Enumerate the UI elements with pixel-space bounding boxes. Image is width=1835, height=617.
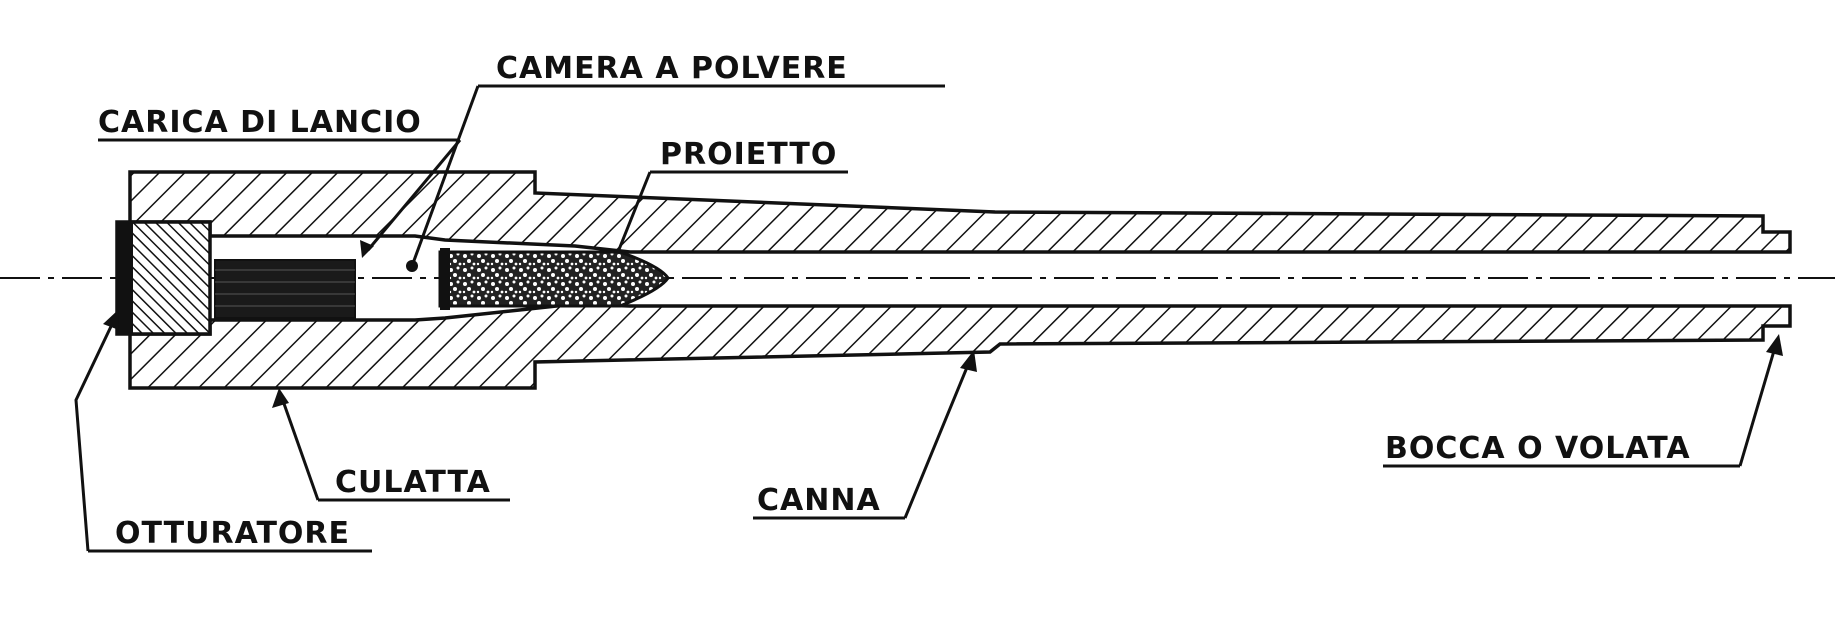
breech-face [117, 222, 133, 334]
leader-lines [74, 84, 1783, 553]
label-bocca-o-volata: BOCCA O VOLATA [1385, 431, 1691, 466]
label-otturatore: OTTURATORE [115, 516, 350, 551]
label-proietto: PROIETTO [660, 137, 837, 172]
label-culatta: CULATTA [335, 465, 491, 500]
barrel-upper-wall [128, 170, 1792, 254]
label-carica-di-lancio: CARICA DI LANCIO [98, 105, 422, 140]
label-canna: CANNA [757, 483, 881, 518]
propellant-charge [214, 259, 356, 319]
projectile [438, 250, 670, 308]
label-camera-a-polvere: CAMERA A POLVERE [496, 51, 848, 86]
barrel-lower-wall [128, 302, 1792, 390]
projectile-driving-band [440, 248, 450, 310]
